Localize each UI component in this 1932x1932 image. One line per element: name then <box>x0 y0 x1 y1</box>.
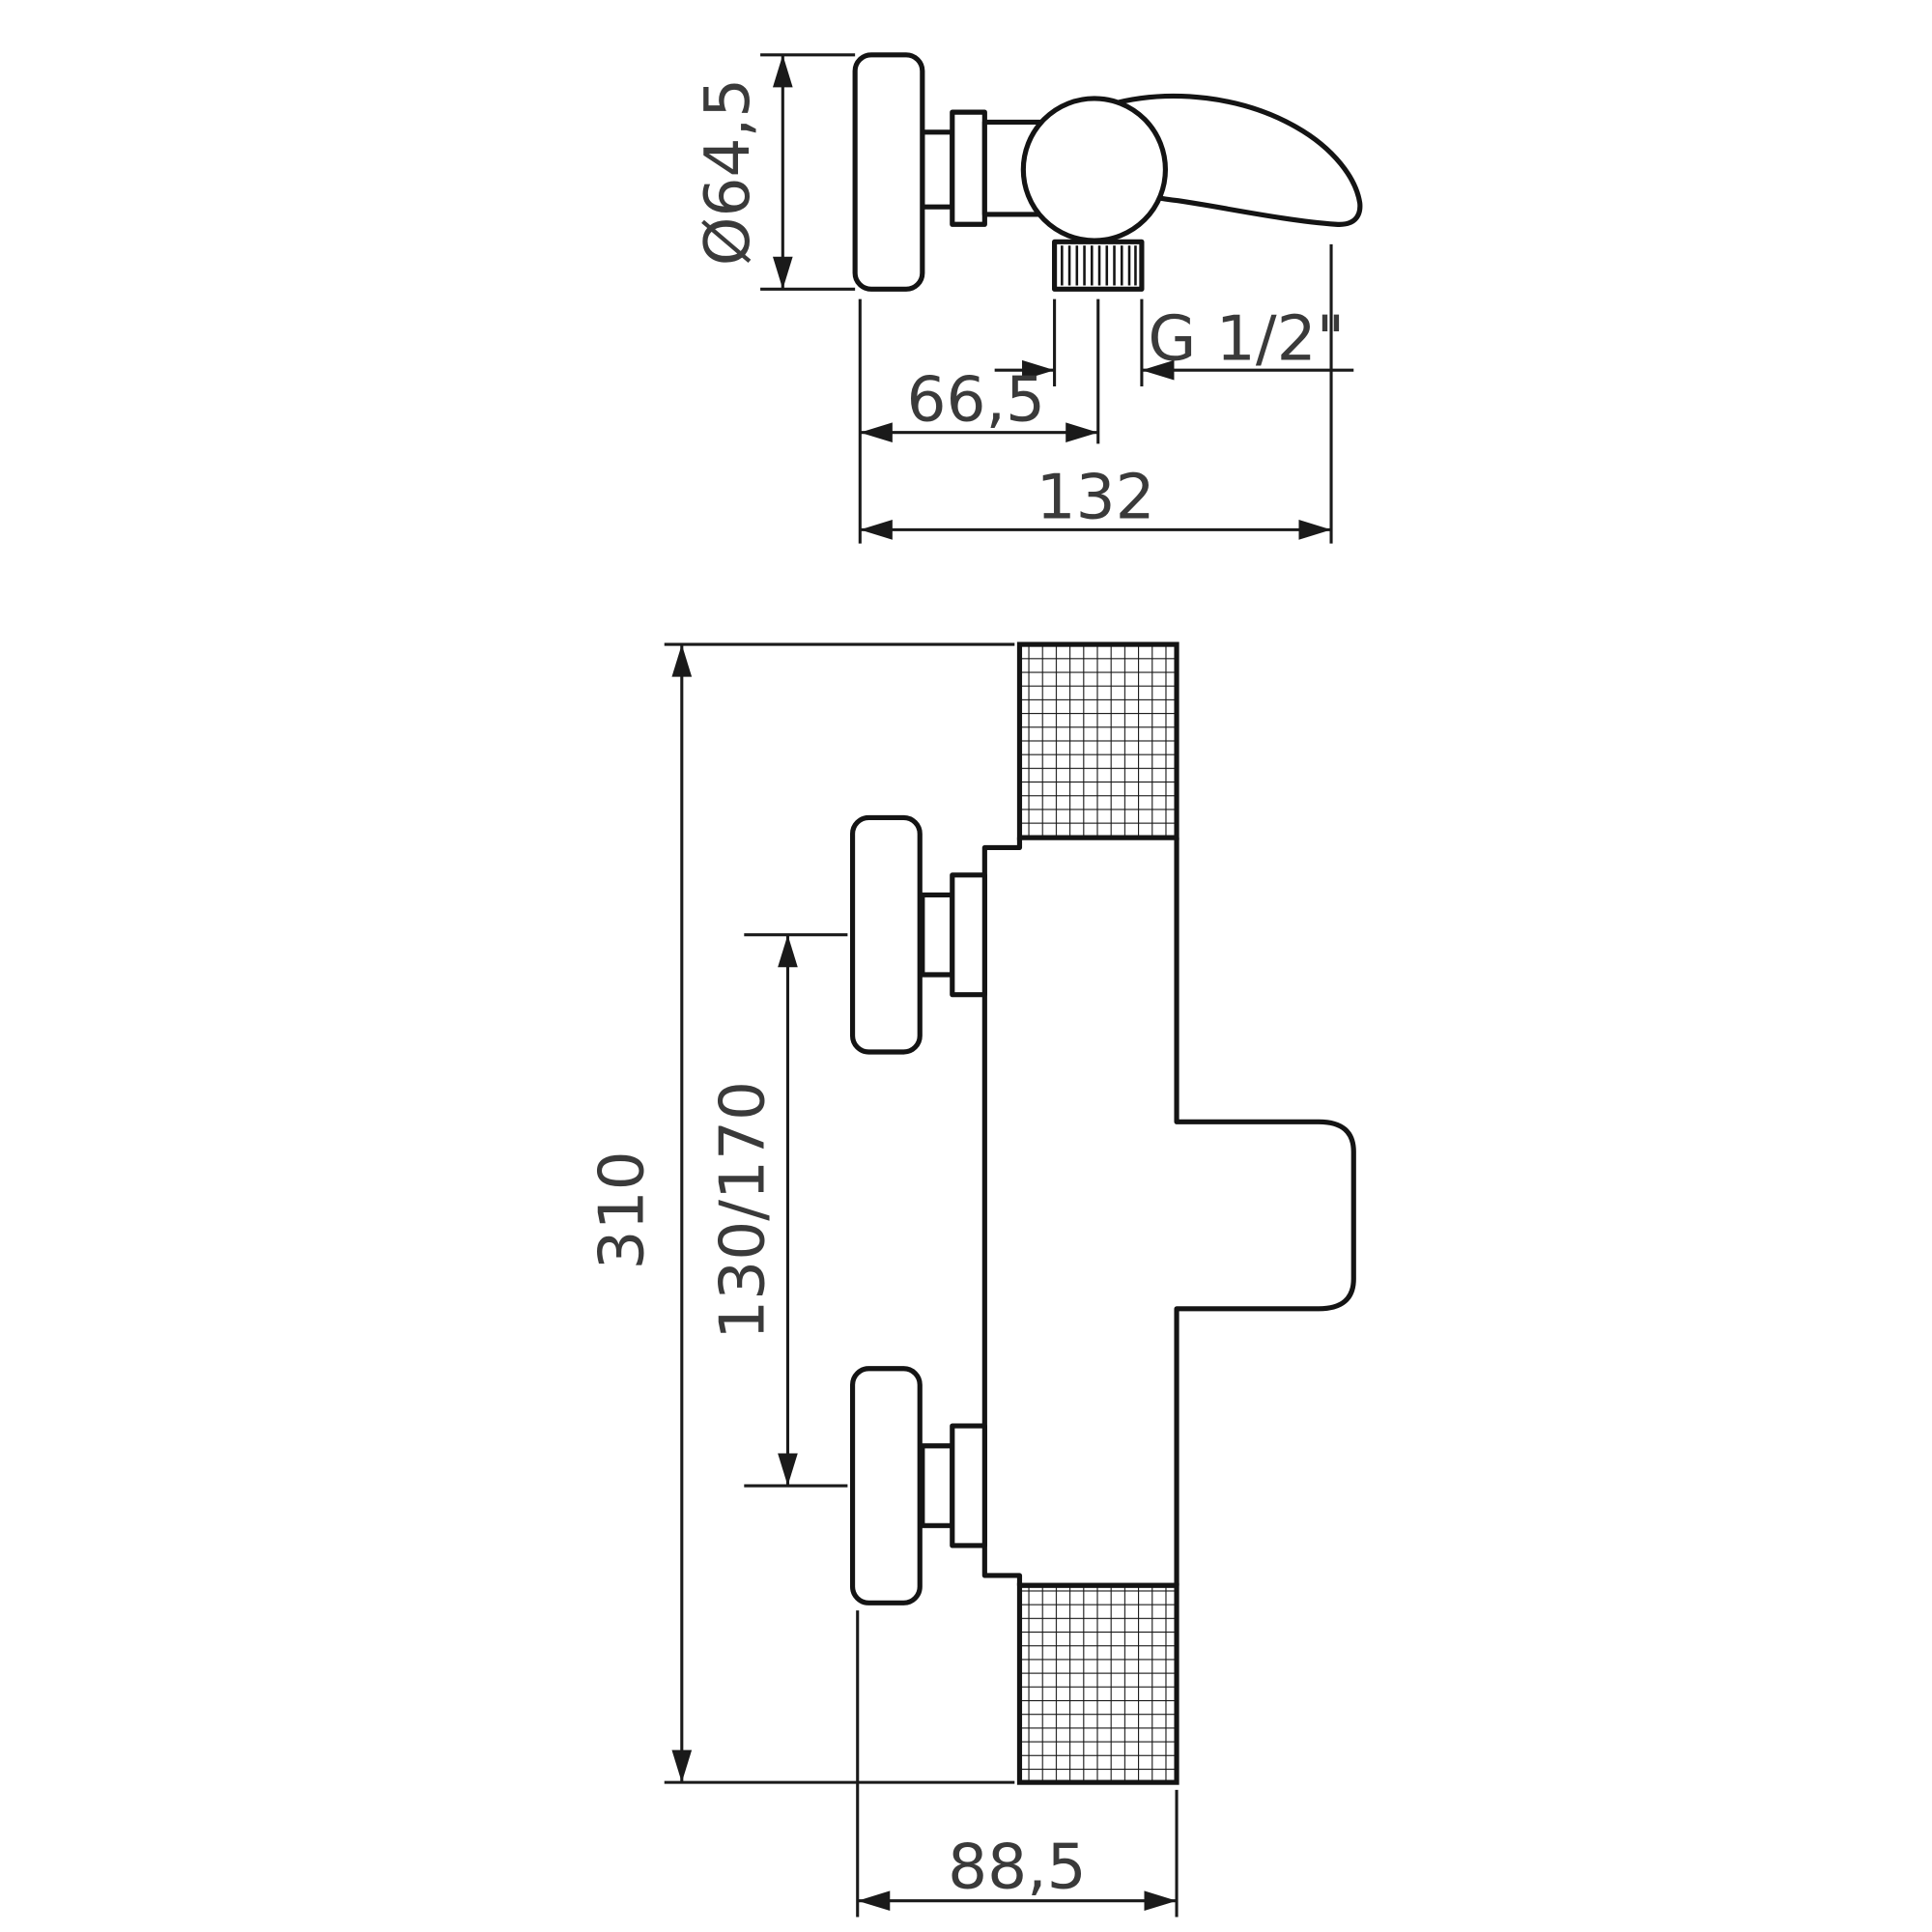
dimension-width: 88,5 <box>856 1610 1179 1918</box>
valve-body-circle <box>1020 96 1169 243</box>
connector-neck <box>920 1443 955 1528</box>
dimension-offset: 66,5 <box>858 298 1100 544</box>
wall-flange-upper <box>849 814 923 1055</box>
dim-offset-label: 66,5 <box>906 364 1045 437</box>
dim-diameter-label: Ø64,5 <box>692 78 764 266</box>
arrow-right-icon <box>1022 359 1055 381</box>
dim-width-label: 88,5 <box>948 1831 1087 1903</box>
mixer-handle <box>1106 93 1363 227</box>
dimension-height: 310 <box>585 642 1015 1784</box>
knurled-nut-bottom <box>1016 1582 1179 1785</box>
connector-neck <box>920 892 955 978</box>
thread-ridges <box>1061 245 1137 286</box>
arrow-right-icon <box>1065 422 1098 443</box>
arrow-left-icon <box>860 422 893 443</box>
knurled-nut-top <box>1016 641 1179 840</box>
inlet-connector-upper <box>920 872 987 998</box>
arrow-left-icon <box>857 1890 891 1912</box>
connector-collar <box>950 1423 987 1548</box>
connector-collar <box>950 872 987 998</box>
dim-depth-label: 132 <box>1037 461 1155 533</box>
dim-thread-label: G 1/2" <box>1148 302 1345 375</box>
dimension-depth: 132 <box>860 243 1333 544</box>
arrow-right-icon <box>1298 520 1332 540</box>
wall-flange-side <box>852 52 925 292</box>
mixer-body-front <box>981 835 1356 1588</box>
arrow-up-icon <box>671 644 693 677</box>
connector-neck <box>920 129 955 210</box>
dim-centers-label: 130/170 <box>707 1081 780 1340</box>
arrow-up-icon <box>772 54 793 88</box>
inlet-connector-lower <box>920 1423 987 1548</box>
side-view: Ø64,5 G 1/2" 66,5 <box>692 52 1363 544</box>
arrow-up-icon <box>778 934 798 968</box>
arrow-down-icon <box>778 1453 798 1487</box>
arrow-right-icon <box>1144 1890 1178 1912</box>
wall-flange-lower <box>849 1366 923 1605</box>
arrow-down-icon <box>772 256 793 290</box>
arrow-left-icon <box>1141 359 1175 381</box>
dimension-thread: G 1/2" <box>994 298 1354 386</box>
front-view: 310 130/170 88,5 <box>585 641 1356 1918</box>
threaded-outlet <box>1052 239 1145 292</box>
connector-collar <box>950 109 987 227</box>
dim-height-label: 310 <box>585 1151 658 1269</box>
arrow-left-icon <box>860 520 893 540</box>
dimension-centers: 130/170 <box>707 933 848 1488</box>
dimension-diameter: Ø64,5 <box>692 53 856 291</box>
arrow-down-icon <box>671 1749 693 1783</box>
